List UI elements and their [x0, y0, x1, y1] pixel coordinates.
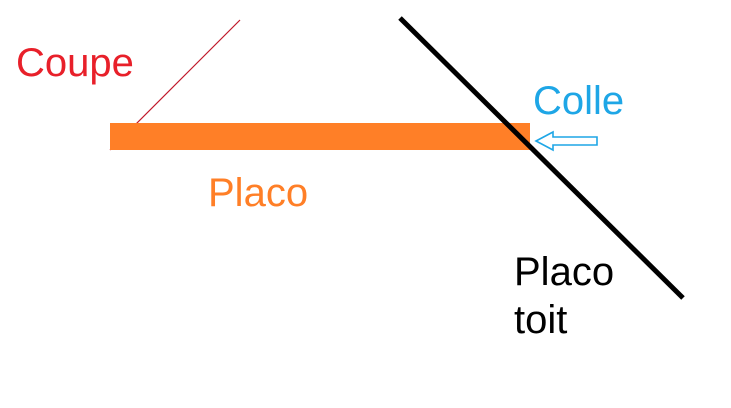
placo-toit-line: [398, 16, 685, 300]
label-placo: Placo: [208, 171, 309, 215]
arrow-left-outline-icon: [534, 130, 598, 152]
placo-board: [110, 123, 530, 150]
label-colle: Colle: [533, 79, 625, 123]
label-coupe: Coupe: [16, 41, 134, 85]
label-placo-toit: Placo toit: [514, 250, 615, 342]
